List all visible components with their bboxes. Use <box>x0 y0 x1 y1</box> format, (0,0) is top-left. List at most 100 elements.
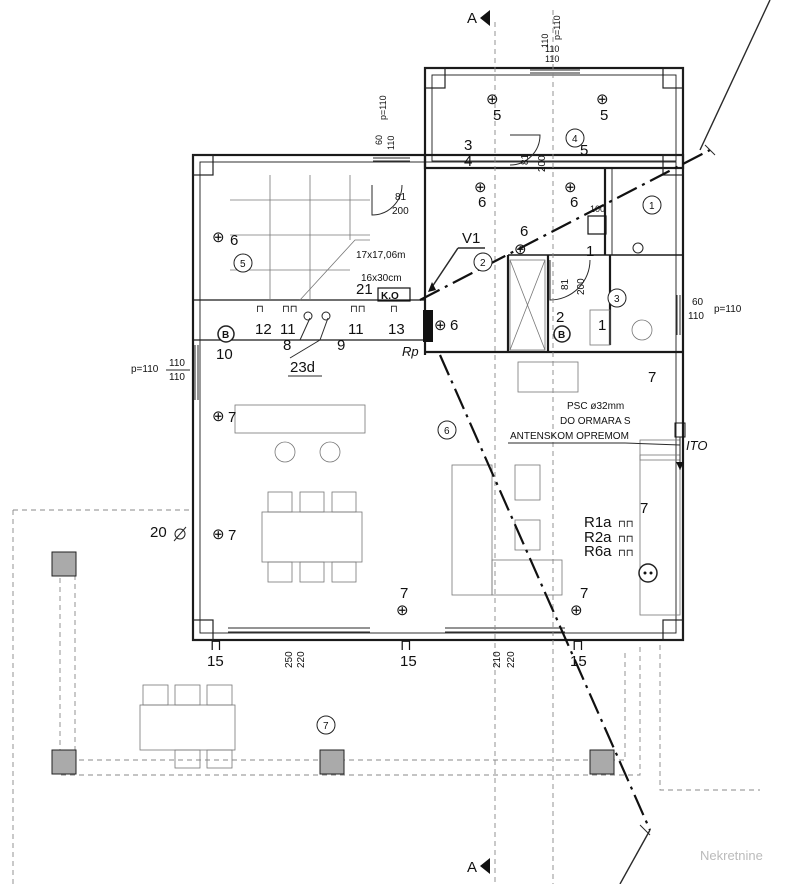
rp-label: Rp <box>402 344 419 359</box>
dim-bottom-1: 250 <box>284 651 295 668</box>
fixture-6-hall-left: 6 <box>478 194 486 211</box>
ito-label: ITO <box>686 438 707 453</box>
v1-label: V1 <box>462 230 480 247</box>
dim-left-window-1: p=110 <box>131 364 159 375</box>
wc-number: 1 <box>586 243 594 260</box>
switch-glyph-4: ⊓ <box>390 304 398 315</box>
fixture-5-top-right: 5 <box>600 107 608 124</box>
fixture-4: 4 <box>464 153 472 170</box>
fixture-6-kitchen: 6 <box>450 317 458 334</box>
watermark: Nekretnine <box>700 848 763 863</box>
wc-fixture-1: 1 <box>598 317 606 334</box>
dim-stair-window-3: p=110 <box>378 95 388 120</box>
fixture-15-a: 15 <box>207 653 224 670</box>
stair-steps: 21 <box>356 281 373 298</box>
fixture-3: 3 <box>464 137 472 154</box>
light-glyph-1: ⊕ <box>486 91 499 108</box>
fixture-6-hall: 6 <box>520 223 528 240</box>
light-glyph-3: ⊕ <box>474 179 487 196</box>
ko-label: K.O <box>381 291 399 302</box>
socket-glyph-1: ⊓ <box>210 637 222 654</box>
fixture-7-left-a: 7 <box>228 409 236 426</box>
socket-glyph-3: ⊓ <box>572 637 584 654</box>
fixture-5-bath: 5 <box>580 142 588 159</box>
fixture-labels: 5 5 5 3 4 6 6 6 6 6 7 7 7 7 7 7 15 15 15… <box>150 107 656 670</box>
dim-stair-door-1: 81 <box>395 192 407 203</box>
psc-note: PSC ø32mm DO ORMARA S ANTENSKOM OPREMOM … <box>508 401 707 470</box>
dim-bottom-2: 220 <box>296 651 307 668</box>
psc-line-3: ANTENSKOM OPREMOM <box>510 431 629 442</box>
fixture-6-hall-right: 6 <box>570 194 578 211</box>
fixture-7-kitchen: 7 <box>640 500 648 517</box>
fixture-15-b: 15 <box>400 653 417 670</box>
stair <box>230 175 370 301</box>
dim-wc-door-1: 81 <box>560 278 571 290</box>
dim-stair-door-2: 200 <box>392 206 409 217</box>
switch-glyph-2: ⊓⊓ <box>282 304 298 315</box>
windows <box>194 69 681 633</box>
light-glyph-11: ⊕ <box>434 317 447 334</box>
section-mark-top: A <box>467 10 490 27</box>
dim-stair-window-1: 60 <box>374 135 384 145</box>
fixture-7-right: 7 <box>648 369 656 386</box>
dim-bottom-4: 220 <box>506 651 517 668</box>
room-numbers: 1 2 3 4 5 6 7 <box>233 128 662 735</box>
light-glyph-2: ⊕ <box>596 91 609 108</box>
b-mark-left: B <box>222 330 229 341</box>
section-mark-bottom-label: A <box>467 859 477 876</box>
light-glyph-9: ⊕ <box>212 408 225 425</box>
room-7-label: 7 <box>323 721 329 732</box>
stair-info: 17x17,06m 16x30cm 21 K.O <box>356 250 411 302</box>
light-glyph-8: ⊕ <box>212 229 225 246</box>
terrace <box>12 509 760 884</box>
switch-row: 12 11 8 9 11 13 23d ⊓ ⊓⊓ ⊓⊓ ⊓ <box>255 304 405 377</box>
dim-right-window-1: 60 <box>692 297 704 308</box>
switch-11a: 11 <box>280 321 296 338</box>
light-glyph-10: ⊕ <box>212 526 225 543</box>
doors <box>371 134 591 301</box>
fixture-7-bottom-a: 7 <box>400 585 408 602</box>
room-1-label: 1 <box>649 201 655 212</box>
light-symbols: ⊕ ⊕ ⊕ ⊕ ⊕ ⊕ ⊕ ⊕ ⊕ ⊕ ⊕ ⊓ ⊓ ⊓ <box>210 91 609 654</box>
section-mark-bottom: A <box>467 858 490 876</box>
room-4-label: 4 <box>572 134 578 145</box>
b-right-number: 2 <box>556 309 564 326</box>
switch-glyph-3: ⊓⊓ <box>350 304 366 315</box>
switch-13: 13 <box>388 321 405 338</box>
psc-line-2: DO ORMARA S <box>560 416 631 427</box>
section-mark-top-label: A <box>467 10 477 27</box>
dim-top-1: 110 <box>540 34 550 48</box>
b-left-number: 10 <box>216 346 233 363</box>
dim-right-window-3: p=110 <box>714 304 742 315</box>
psc-line-1: PSC ø32mm <box>567 401 624 412</box>
terrace-20: 20 <box>150 524 167 541</box>
dim-top-4: 110 <box>545 54 559 64</box>
b-mark-right: B <box>558 330 565 341</box>
room-5-label: 5 <box>240 259 246 270</box>
circuit-labels: R1a R2a R6a ⊓⊓ ⊓⊓ ⊓⊓ <box>584 514 658 583</box>
distribution-panel: V1 Rp <box>402 230 485 359</box>
cut-lines <box>419 0 771 884</box>
dim-stair-window-2: 110 <box>386 136 396 150</box>
dim-left-window-2: 110 <box>169 358 185 369</box>
r2a-symbol: ⊓⊓ <box>618 534 634 545</box>
group-23d: 23d <box>290 359 315 376</box>
switch-8: 8 <box>283 337 291 354</box>
exterior-walls <box>191 66 685 642</box>
dimension-labels: 110 p=110 110 110 60 110 p=110 81 200 81… <box>131 15 742 668</box>
fixture-5-top-left: 5 <box>493 107 501 124</box>
light-glyph-5: ⊕ <box>514 241 527 258</box>
dim-wc-fixture: 100 <box>590 204 605 214</box>
dim-left-window-3: 110 <box>169 372 185 383</box>
switch-glyph-1: ⊓ <box>256 304 264 315</box>
light-glyph-7: ⊕ <box>570 602 583 619</box>
dim-bath-door-2: 200 <box>537 155 548 172</box>
dim-bath-door-1: 81 <box>520 153 531 165</box>
fixture-15-c: 15 <box>570 653 587 670</box>
stair-size: 17x17,06m <box>356 250 405 261</box>
dim-right-window-2: 110 <box>688 311 704 322</box>
fixture-6-stair: 6 <box>230 232 238 249</box>
dim-top-3: 110 <box>545 44 559 54</box>
